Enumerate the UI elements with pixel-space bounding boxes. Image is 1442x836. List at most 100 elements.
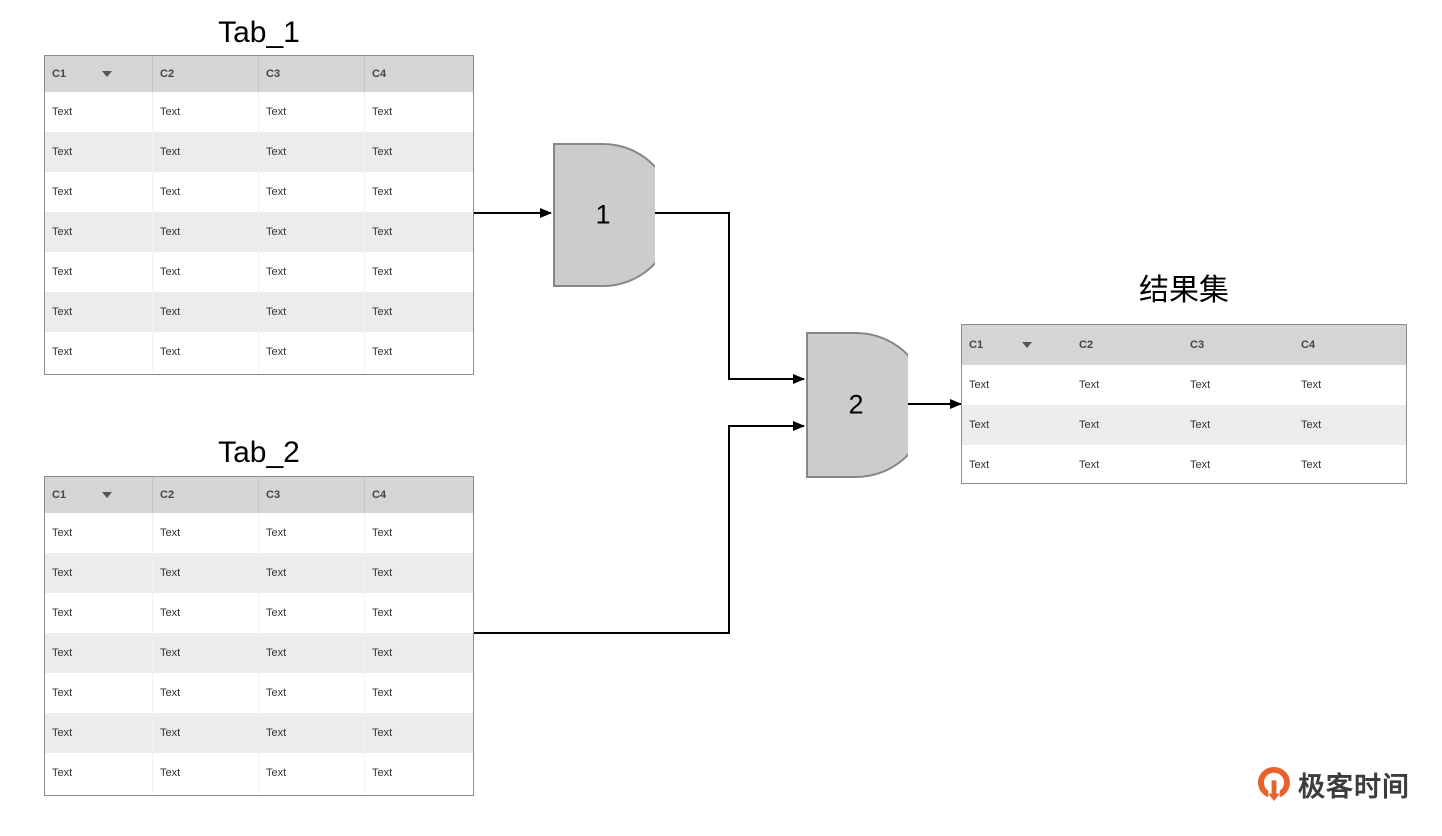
cell: Text: [52, 567, 73, 579]
cell: Text: [364, 172, 473, 212]
cell: Text: [969, 419, 990, 431]
cell: Text: [969, 379, 990, 391]
cell: Text: [52, 266, 73, 278]
cell: Text: [152, 673, 258, 713]
tab1-col-header-c2[interactable]: C2: [152, 56, 258, 92]
result-col-header-c1[interactable]: C1: [962, 325, 1072, 365]
tab2-col-label-c1: C1: [52, 489, 67, 501]
tab2-table: C1 C2 C3 C4 Text Text Text Text Text Tex…: [44, 476, 474, 796]
tab2-col-header-c1[interactable]: C1: [45, 477, 152, 513]
and-gate-shape: [553, 143, 675, 287]
table-row[interactable]: Text Text Text Text: [45, 633, 473, 673]
cell: Text: [258, 553, 364, 593]
table-row[interactable]: Text Text Text Text: [45, 713, 473, 753]
table-row[interactable]: Text Text Text Text: [962, 405, 1406, 445]
cell: Text: [152, 713, 258, 753]
tab1-title: Tab_1: [218, 16, 300, 49]
node-1[interactable]: 1: [551, 141, 675, 289]
cell: Text: [258, 513, 364, 553]
table-row[interactable]: Text Text Text Text: [45, 553, 473, 593]
cell: Text: [152, 633, 258, 673]
cell: Text: [364, 292, 473, 332]
tab2-col-header-c2[interactable]: C2: [152, 477, 258, 513]
table-row[interactable]: Text Text Text Text: [962, 445, 1406, 483]
tab1-col-header-c3[interactable]: C3: [258, 56, 364, 92]
cell: Text: [364, 332, 473, 372]
cell: Text: [258, 673, 364, 713]
cell: Text: [152, 252, 258, 292]
result-body: Text Text Text Text Text Text Text Text …: [962, 365, 1406, 483]
tab1-table: C1 C2 C3 C4 Text Text Text Text Text Tex…: [44, 55, 474, 375]
node-2[interactable]: 2: [804, 330, 929, 480]
table-row[interactable]: Text Text Text Text: [45, 593, 473, 633]
result-header-row: C1 C2 C3 C4: [962, 325, 1406, 365]
result-col-header-c3[interactable]: C3: [1190, 339, 1205, 351]
table-row[interactable]: Text Text Text Text: [45, 172, 473, 212]
tab2-col-header-c4[interactable]: C4: [364, 477, 473, 513]
table-row[interactable]: Text Text Text Text: [45, 332, 473, 372]
cell: Text: [364, 92, 473, 132]
chevron-down-icon[interactable]: [102, 492, 112, 498]
cell: Text: [364, 633, 473, 673]
cell: Text: [52, 527, 73, 539]
chevron-down-icon[interactable]: [102, 71, 112, 77]
table-row[interactable]: Text Text Text Text: [45, 753, 473, 793]
table-row[interactable]: Text Text Text Text: [45, 673, 473, 713]
cell: Text: [258, 212, 364, 252]
cell: Text: [152, 553, 258, 593]
cell: Text: [52, 727, 73, 739]
cell: Text: [258, 252, 364, 292]
tab1-body: Text Text Text Text Text Text Text Text …: [45, 92, 473, 372]
cell: Text: [1079, 379, 1100, 391]
cell: Text: [364, 673, 473, 713]
result-col-label-c1: C1: [969, 339, 984, 351]
table-row[interactable]: Text Text Text Text: [962, 365, 1406, 405]
cell: Text: [52, 186, 73, 198]
result-col-header-c2[interactable]: C2: [1079, 339, 1094, 351]
cell: Text: [52, 767, 73, 779]
cell: Text: [52, 106, 73, 118]
table-row[interactable]: Text Text Text Text: [45, 513, 473, 553]
table-row[interactable]: Text Text Text Text: [45, 252, 473, 292]
table-row[interactable]: Text Text Text Text: [45, 212, 473, 252]
cell: Text: [364, 132, 473, 172]
cell: Text: [52, 687, 73, 699]
cell: Text: [152, 753, 258, 793]
cell: Text: [152, 92, 258, 132]
table-row[interactable]: Text Text Text Text: [45, 132, 473, 172]
cell: Text: [1079, 419, 1100, 431]
tab1-col-header-c4[interactable]: C4: [364, 56, 473, 92]
cell: Text: [1079, 459, 1100, 471]
edge-tab2-to-node2: [473, 421, 805, 634]
tab2-body: Text Text Text Text Text Text Text Text …: [45, 513, 473, 793]
cell: Text: [258, 172, 364, 212]
cell: Text: [52, 146, 73, 158]
cell: Text: [364, 593, 473, 633]
result-col-header-c4[interactable]: C4: [1301, 339, 1316, 351]
table-row[interactable]: Text Text Text Text: [45, 92, 473, 132]
result-title: 结果集: [1139, 274, 1229, 307]
tab1-header-row: C1 C2 C3 C4: [45, 56, 473, 92]
cell: Text: [258, 593, 364, 633]
cell: Text: [152, 172, 258, 212]
edge-node1-to-node2: [652, 212, 805, 384]
brand-logo-text: 极客时间: [1298, 771, 1410, 802]
tab1-col-header-c1[interactable]: C1: [45, 56, 152, 92]
cell: Text: [258, 753, 364, 793]
table-row[interactable]: Text Text Text Text: [45, 292, 473, 332]
cell: Text: [258, 292, 364, 332]
cell: Text: [1301, 419, 1322, 431]
cell: Text: [258, 92, 364, 132]
cell: Text: [364, 212, 473, 252]
cell: Text: [364, 753, 473, 793]
chevron-down-icon[interactable]: [1022, 342, 1032, 348]
cell: Text: [1190, 379, 1211, 391]
cell: Text: [969, 459, 990, 471]
cell: Text: [152, 332, 258, 372]
cell: Text: [152, 513, 258, 553]
tab2-col-header-c3[interactable]: C3: [258, 477, 364, 513]
cell: Text: [364, 713, 473, 753]
cell: Text: [1301, 379, 1322, 391]
cell: Text: [52, 226, 73, 238]
